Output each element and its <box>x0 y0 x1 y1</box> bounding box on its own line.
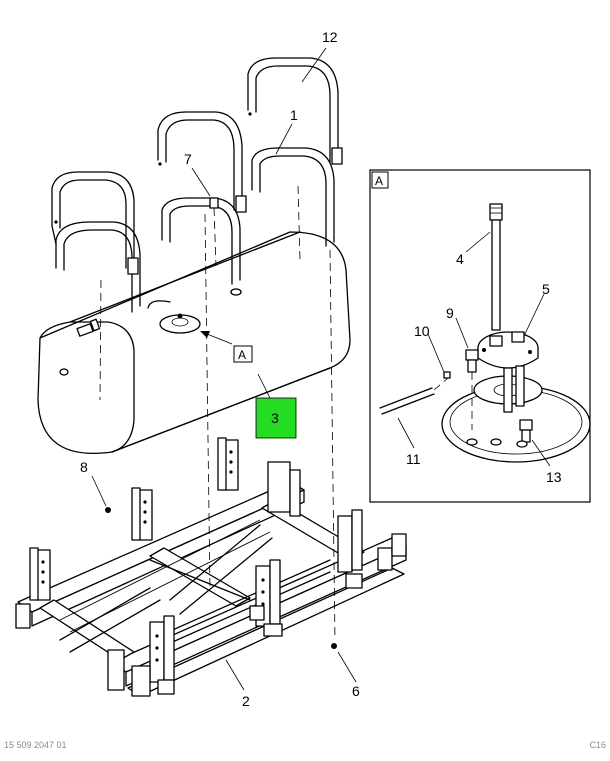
callout-1[interactable]: 1 <box>290 107 298 123</box>
frame-bracket <box>149 615 175 683</box>
tank-strap <box>51 171 139 275</box>
pickup-tube-item-4 <box>489 203 503 331</box>
frame-bracket <box>337 509 363 573</box>
tank-strap <box>161 197 242 296</box>
frame-bracket <box>255 559 281 627</box>
callout-2[interactable]: 2 <box>242 693 250 709</box>
view-reference-box <box>233 345 253 363</box>
frame-bracket <box>29 547 51 601</box>
callout-10[interactable]: 10 <box>414 323 430 339</box>
sheet-code: C16 <box>589 740 606 750</box>
sending-unit-item-5 <box>477 331 539 413</box>
callout-8[interactable]: 8 <box>80 459 88 475</box>
callout-11[interactable]: 11 <box>406 451 421 467</box>
callout-5[interactable]: 5 <box>542 281 550 297</box>
clip-item-10 <box>443 371 451 379</box>
detail-view-a <box>369 169 591 503</box>
tank-strap <box>247 57 343 165</box>
mounting-frame <box>15 437 407 697</box>
callout-13[interactable]: 13 <box>546 469 562 485</box>
frame-bracket <box>267 461 301 517</box>
frame-bracket <box>217 437 239 491</box>
fitting-item-9 <box>465 349 479 446</box>
detail-view-label: A <box>375 174 383 188</box>
highlight-box-item-3[interactable] <box>255 397 297 439</box>
fitting-item-13 <box>490 419 533 448</box>
callout-6[interactable]: 6 <box>352 683 360 699</box>
nut-item-8 <box>105 507 111 513</box>
tank-strap <box>251 147 336 641</box>
callout-12[interactable]: 12 <box>322 29 338 45</box>
leader-lines <box>91 47 357 691</box>
tank-strap <box>157 111 247 213</box>
drawing-number: 15 509 2047 01 <box>4 740 67 750</box>
callout-7[interactable]: 7 <box>184 151 192 167</box>
callout-9[interactable]: 9 <box>446 305 454 321</box>
tank-strap <box>55 221 141 401</box>
hose-item-11 <box>379 377 449 415</box>
callout-3[interactable]: 3 <box>271 410 279 426</box>
callout-4[interactable]: 4 <box>456 251 464 267</box>
nut-item-6 <box>331 643 337 649</box>
frame-bracket <box>131 487 153 541</box>
bolt-item-7 <box>209 197 219 267</box>
view-reference-label: A <box>238 348 246 362</box>
